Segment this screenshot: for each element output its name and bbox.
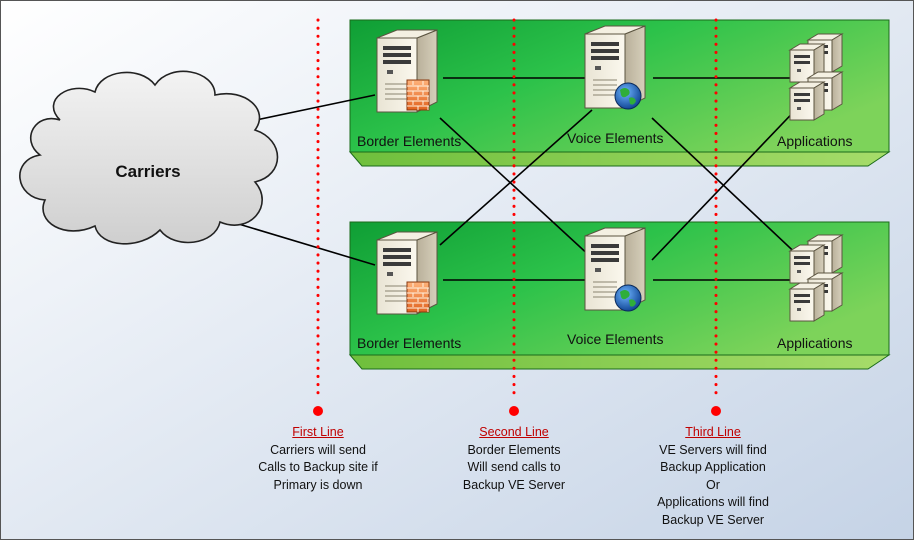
first-line-title: First Line bbox=[292, 425, 344, 439]
second-line-caption: Second Line Border Elements Will send ca… bbox=[419, 424, 609, 494]
firewall-icon bbox=[406, 79, 430, 111]
backup-border-server-icon bbox=[376, 231, 438, 315]
app-server-unit-icon bbox=[788, 81, 826, 121]
primary-applications-label: Applications bbox=[777, 133, 853, 149]
second-line-dot bbox=[509, 406, 519, 416]
globe-icon bbox=[614, 284, 642, 312]
first-line-text-2: Calls to Backup site if bbox=[258, 460, 378, 474]
backup-voice-server-icon bbox=[584, 227, 646, 312]
second-line-text-2: Will send calls to bbox=[467, 460, 561, 474]
backup-applications-label: Applications bbox=[777, 335, 853, 351]
app-server-unit-icon bbox=[788, 282, 826, 322]
backup-border-to-primary-voice-link bbox=[439, 109, 593, 246]
third-line-text-3: Or bbox=[706, 477, 720, 492]
third-line-text-4: Applications will find bbox=[657, 495, 769, 509]
globe-icon bbox=[614, 82, 642, 110]
third-line-text-5: Backup VE Server bbox=[661, 512, 765, 527]
primary-voice-elements-label: Voice Elements bbox=[567, 130, 664, 146]
backup-voice-elements-label: Voice Elements bbox=[567, 331, 664, 347]
backup-voice-to-primary-apps-link bbox=[651, 99, 806, 261]
application-servers bbox=[788, 33, 844, 322]
primary-applications-icon bbox=[788, 33, 844, 121]
first-line-text-1: Carriers will send bbox=[270, 442, 366, 457]
second-line-text-3: Backup VE Server bbox=[462, 477, 566, 492]
third-line-text-1: VE Servers will find bbox=[659, 442, 767, 457]
carriers-label: Carriers bbox=[115, 162, 181, 181]
servers bbox=[376, 25, 646, 315]
third-line-text-2: Backup Application bbox=[660, 460, 766, 474]
third-line-title: Third Line bbox=[685, 425, 741, 439]
first-line-dot bbox=[313, 406, 323, 416]
demarcation-lines bbox=[316, 18, 718, 402]
third-line-caption: Third Line VE Servers will find Backup A… bbox=[618, 424, 808, 529]
primary-border-server-icon bbox=[376, 29, 438, 113]
second-line-title: Second Line bbox=[479, 425, 549, 439]
primary-border-to-backup-voice-link bbox=[439, 117, 593, 259]
primary-voice-to-backup-apps-link bbox=[651, 117, 806, 263]
carriers-cloud-icon bbox=[19, 70, 279, 245]
first-line-text-3: Primary is down bbox=[273, 477, 363, 492]
primary-voice-server-icon bbox=[584, 25, 646, 110]
backup-border-elements-label: Border Elements bbox=[357, 335, 462, 351]
firewall-icon bbox=[406, 281, 430, 313]
first-line-caption: First Line Carriers will send Calls to B… bbox=[223, 424, 413, 494]
connections bbox=[231, 77, 806, 281]
backup-applications-icon bbox=[788, 234, 844, 322]
third-line-dot bbox=[711, 406, 721, 416]
carrier-to-backup-border-link bbox=[231, 221, 376, 266]
primary-border-elements-label: Border Elements bbox=[357, 133, 462, 149]
second-line-text-1: Border Elements bbox=[467, 442, 561, 457]
